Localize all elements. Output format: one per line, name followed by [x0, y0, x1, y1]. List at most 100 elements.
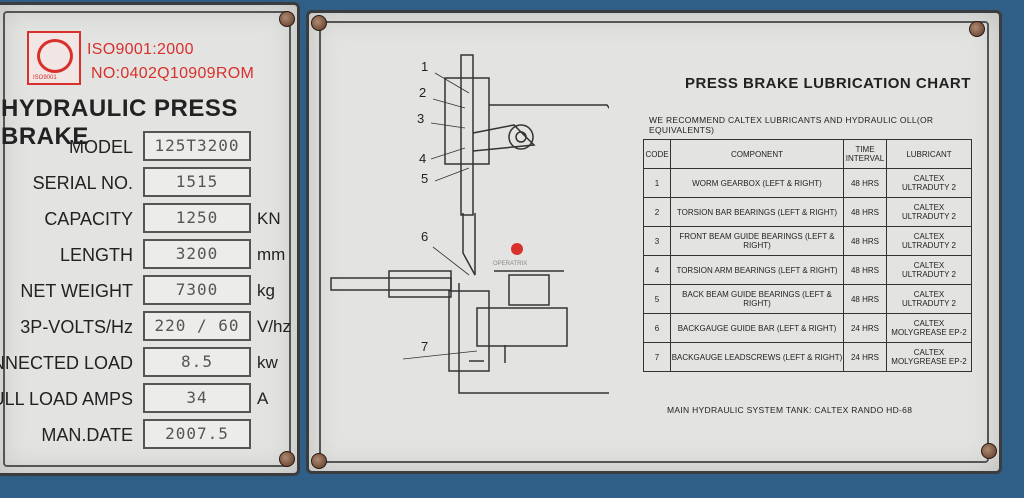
cell-component: BACKGAUGE GUIDE BAR (LEFT & RIGHT): [670, 313, 844, 343]
support-bracket: [469, 345, 506, 363]
frame-outline: [458, 104, 609, 394]
plate-border: [319, 21, 989, 463]
cell-code: 2: [643, 197, 671, 227]
cell-component: BACK BEAM GUIDE BEARINGS (LEFT & RIGHT): [670, 284, 844, 314]
spec-unit: V/hz: [257, 317, 292, 336]
leader-line-1: [434, 72, 470, 94]
cell-code: 7: [643, 342, 671, 372]
bolt-icon: [279, 451, 295, 467]
logo-caption: ISO9001: [33, 75, 57, 81]
side-frame: [444, 77, 490, 165]
spec-label: CAPACITY: [44, 209, 133, 229]
certificate-number: NO:0402Q10909ROM: [91, 65, 255, 82]
spec-value: 7300: [143, 275, 251, 305]
cell-interval: 48 HRS: [843, 255, 887, 285]
footer-note: MAIN HYDRAULIC SYSTEM TANK: CALTEX RANDO…: [667, 405, 913, 415]
diagram-label-3: 3: [417, 111, 424, 126]
spec-value: 1250: [143, 203, 251, 233]
recommendation-text: WE RECOMMEND CALTEX LUBRICANTS AND HYDRA…: [649, 115, 934, 135]
cell-interval: 24 HRS: [843, 342, 887, 372]
bolt-icon: [311, 453, 327, 469]
cell-component: BACKGAUGE LEADSCREWS (LEFT & RIGHT): [670, 342, 844, 372]
spec-value: 220 / 60: [143, 311, 251, 341]
spec-label: LENGTH: [59, 245, 133, 265]
leader-line-5: [434, 167, 470, 182]
press-brake-diagram: 1 2 3 4 5 6 7 OPERATRIX: [330, 54, 609, 394]
spec-value: 2007.5: [143, 419, 251, 449]
cell-interval: 48 HRS: [843, 197, 887, 227]
lubricant-brand: CALTEX: [913, 290, 945, 299]
diagram-label-4: 4: [419, 151, 426, 166]
leader-line-4: [430, 147, 466, 160]
diagram-label-7: 7: [421, 339, 428, 354]
table-header-row: CODE COMPONENT TIME INTERVAL LUBRICANT: [643, 139, 972, 169]
cell-code: 6: [643, 313, 671, 343]
cell-component: TORSION BAR BEARINGS (LEFT & RIGHT): [670, 197, 844, 227]
cell-code: 5: [643, 284, 671, 314]
bolt-icon: [311, 15, 327, 31]
header-component: COMPONENT: [670, 139, 844, 169]
bolt-icon: [981, 443, 997, 459]
spec-label: SERIAL NO.: [32, 173, 133, 193]
watermark: OPERATRIX: [493, 261, 527, 267]
lubricant-product: ULTRADUTY 2: [902, 299, 956, 308]
cell-code: 4: [643, 255, 671, 285]
lower-beam: [448, 290, 490, 372]
lubricant-brand: CALTEX: [913, 203, 945, 212]
spec-row: MAN.DATE 2007.5: [3, 419, 293, 451]
lubricant-product: ULTRADUTY 2: [902, 212, 956, 221]
spec-unit: kw: [257, 353, 278, 372]
spec-value: 1515: [143, 167, 251, 197]
spec-row: CAPACITY 1250 KN: [3, 203, 293, 235]
leader-line-3: [430, 122, 466, 129]
backgauge-bar: [330, 277, 452, 291]
warning-light-icon: [511, 243, 523, 255]
header-interval: TIME INTERVAL: [843, 139, 887, 169]
torsion-bar: [508, 124, 534, 150]
spec-row: SERIAL NO. 1515: [3, 167, 293, 199]
iso-certificate: ISO9001:2000: [87, 41, 194, 58]
cell-interval: 48 HRS: [843, 226, 887, 256]
lubricant-brand: CALTEX: [913, 348, 945, 357]
leader-line-7: [402, 350, 478, 360]
cell-interval: 48 HRS: [843, 284, 887, 314]
leader-line-6: [432, 246, 470, 276]
lubricant-brand: CALTEX: [913, 174, 945, 183]
upper-tool: [462, 213, 476, 276]
spec-label: FULL LOAD AMPS: [0, 389, 133, 409]
torsion-arm: [472, 124, 536, 152]
drive-unit: [476, 307, 568, 347]
lubricant-product: MOLYGREASE EP-2: [891, 357, 967, 366]
lubricant-product: ULTRADUTY 2: [902, 241, 956, 250]
diagram-label-5: 5: [421, 171, 428, 186]
machine-nameplate: ISO9001 ISO9001:2000 NO:0402Q10909ROM HY…: [0, 2, 300, 476]
spec-value: 34: [143, 383, 251, 413]
nameplate-border: [3, 11, 291, 467]
spec-value: 8.5: [143, 347, 251, 377]
spec-label: CONNECTED LOAD: [0, 353, 133, 373]
spec-label: MAN.DATE: [41, 425, 133, 445]
spec-unit: KN: [257, 209, 281, 228]
spec-label: 3P-VOLTS/Hz: [20, 317, 133, 337]
lubricant-product: ULTRADUTY 2: [902, 183, 956, 192]
lubrication-table: CODE COMPONENT TIME INTERVAL LUBRICANT 1…: [643, 139, 972, 372]
chart-title: PRESS BRAKE LUBRICATION CHART: [685, 75, 971, 92]
spec-value: 3200: [143, 239, 251, 269]
lubricant-brand: CALTEX: [913, 232, 945, 241]
torsion-bar-hub: [515, 131, 527, 143]
spec-label: MODEL: [68, 137, 133, 157]
cell-component: FRONT BEAM GUIDE BEARINGS (LEFT & RIGHT): [670, 226, 844, 256]
